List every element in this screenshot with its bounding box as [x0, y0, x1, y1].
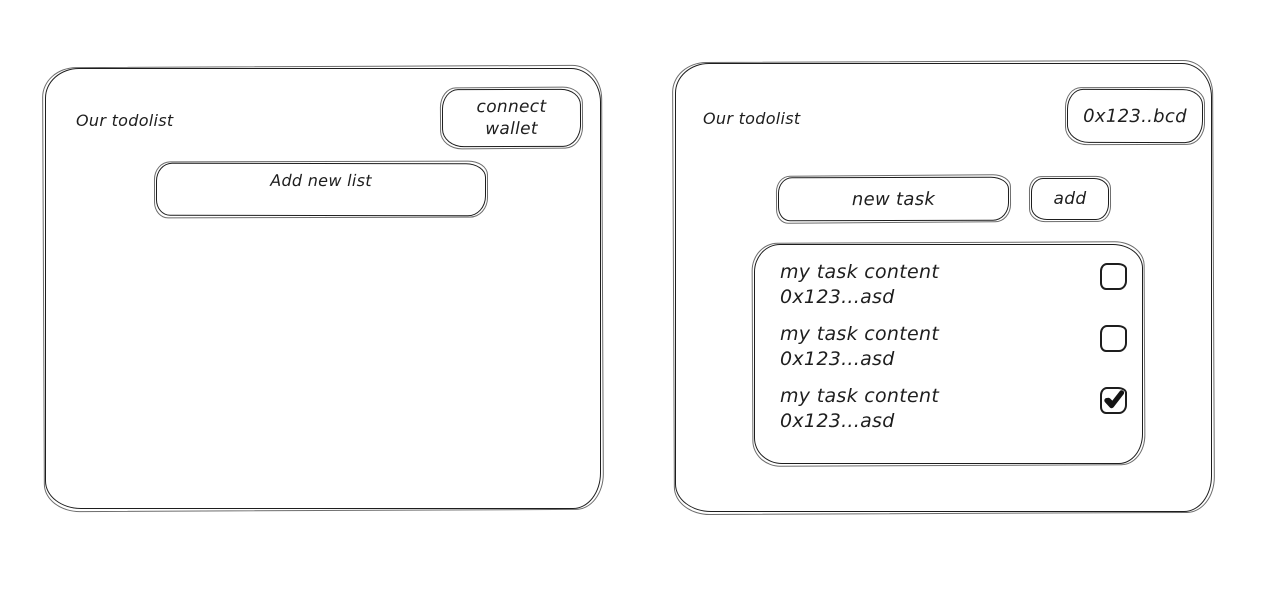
task-checkbox[interactable] [1100, 263, 1127, 290]
add-task-button[interactable]: add [1031, 178, 1109, 220]
task-checkbox[interactable] [1100, 325, 1127, 352]
task-address: 0x123...asd [780, 348, 895, 370]
checkmark-icon [1104, 390, 1125, 409]
task-text: my task content 0x123...asd [780, 384, 939, 434]
task-list: my task content 0x123...asd my task cont… [754, 244, 1143, 464]
task-title: my task content [780, 323, 940, 345]
wallet-address-button[interactable]: 0x123..bcd [1066, 88, 1204, 144]
connect-wallet-button[interactable]: connect wallet [441, 88, 582, 148]
task-address: 0x123...asd [780, 410, 895, 432]
app-title: Our todolist [703, 109, 801, 128]
task-title: my task content [780, 261, 940, 283]
task-text: my task content 0x123...asd [780, 260, 939, 310]
task-title: my task content [780, 385, 940, 407]
add-new-list-input[interactable]: Add new list [155, 162, 487, 217]
todolist-window-connected: Our todolist 0x123..bcd new task add my … [675, 63, 1212, 512]
task-item: my task content 0x123...asd [780, 322, 1127, 372]
task-address: 0x123...asd [780, 286, 895, 308]
task-item: my task content 0x123...asd [780, 384, 1127, 434]
new-task-input[interactable]: new task [777, 176, 1010, 222]
task-item: my task content 0x123...asd [780, 260, 1127, 310]
task-checkbox-checked[interactable] [1100, 387, 1127, 414]
task-text: my task content 0x123...asd [780, 322, 939, 372]
todolist-window-disconnected: Our todolist connect wallet Add new list [45, 68, 601, 509]
app-title: Our todolist [76, 111, 174, 130]
